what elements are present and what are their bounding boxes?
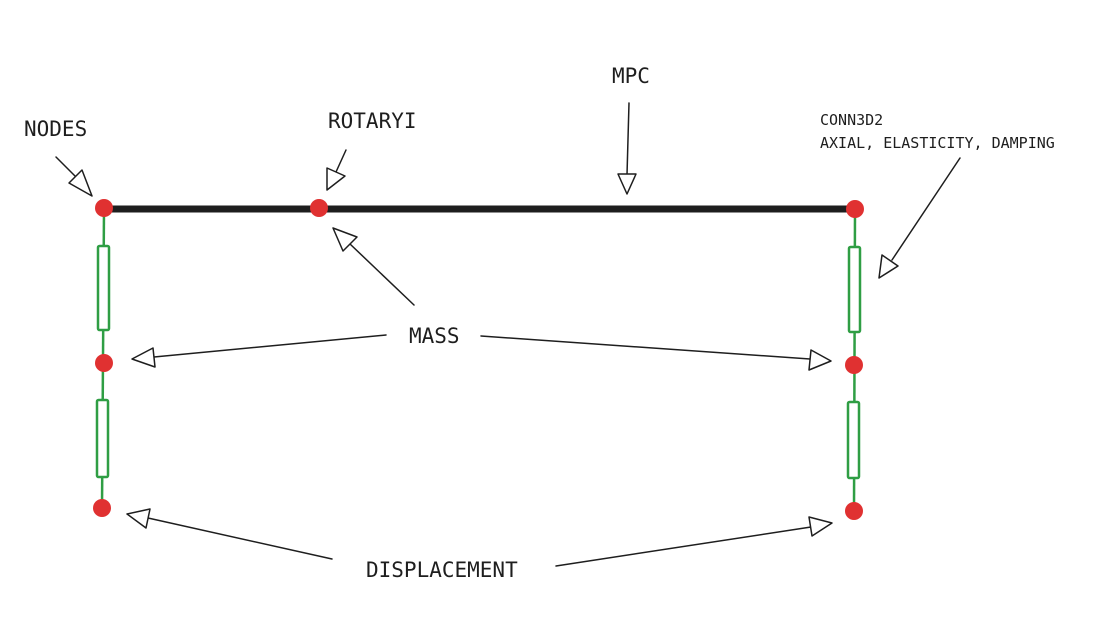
arrow-mass-to-left-node — [131, 334, 387, 368]
label-mass: MASS — [409, 324, 460, 348]
arrow-mpc — [617, 102, 637, 195]
arrow-conn3d2 — [878, 157, 961, 279]
node-top-right — [846, 200, 864, 218]
arrow-mass-to-rotaryi — [332, 227, 415, 306]
node-mid-right — [845, 356, 863, 374]
node-top-left — [95, 199, 113, 217]
label-conn3d2: CONN3D2 — [820, 111, 883, 129]
label-rotaryi: ROTARYI — [328, 109, 417, 133]
left-upper-spring — [96, 244, 111, 332]
node-mid-left — [95, 354, 113, 372]
nodes-group — [93, 199, 864, 520]
arrow-displacement-to-left-node — [126, 508, 333, 560]
node-bottom-left — [93, 499, 111, 517]
label-displacement: DISPLACEMENT — [366, 558, 518, 582]
right-upper-spring — [847, 245, 862, 334]
label-conn3d2-properties: AXIAL, ELASTICITY, DAMPING — [820, 134, 1055, 152]
arrow-nodes — [55, 156, 93, 197]
right-lower-spring — [846, 400, 861, 480]
arrow-mass-to-right-node — [480, 335, 832, 371]
node-rotaryi — [310, 199, 328, 217]
arrow-rotaryi — [326, 149, 347, 191]
left-lower-spring — [95, 398, 110, 479]
arrow-displacement-to-right-node — [555, 516, 833, 567]
left-connector-chain — [95, 208, 111, 509]
label-nodes: NODES — [24, 117, 87, 141]
node-bottom-right — [845, 502, 863, 520]
label-mpc: MPC — [612, 64, 650, 88]
